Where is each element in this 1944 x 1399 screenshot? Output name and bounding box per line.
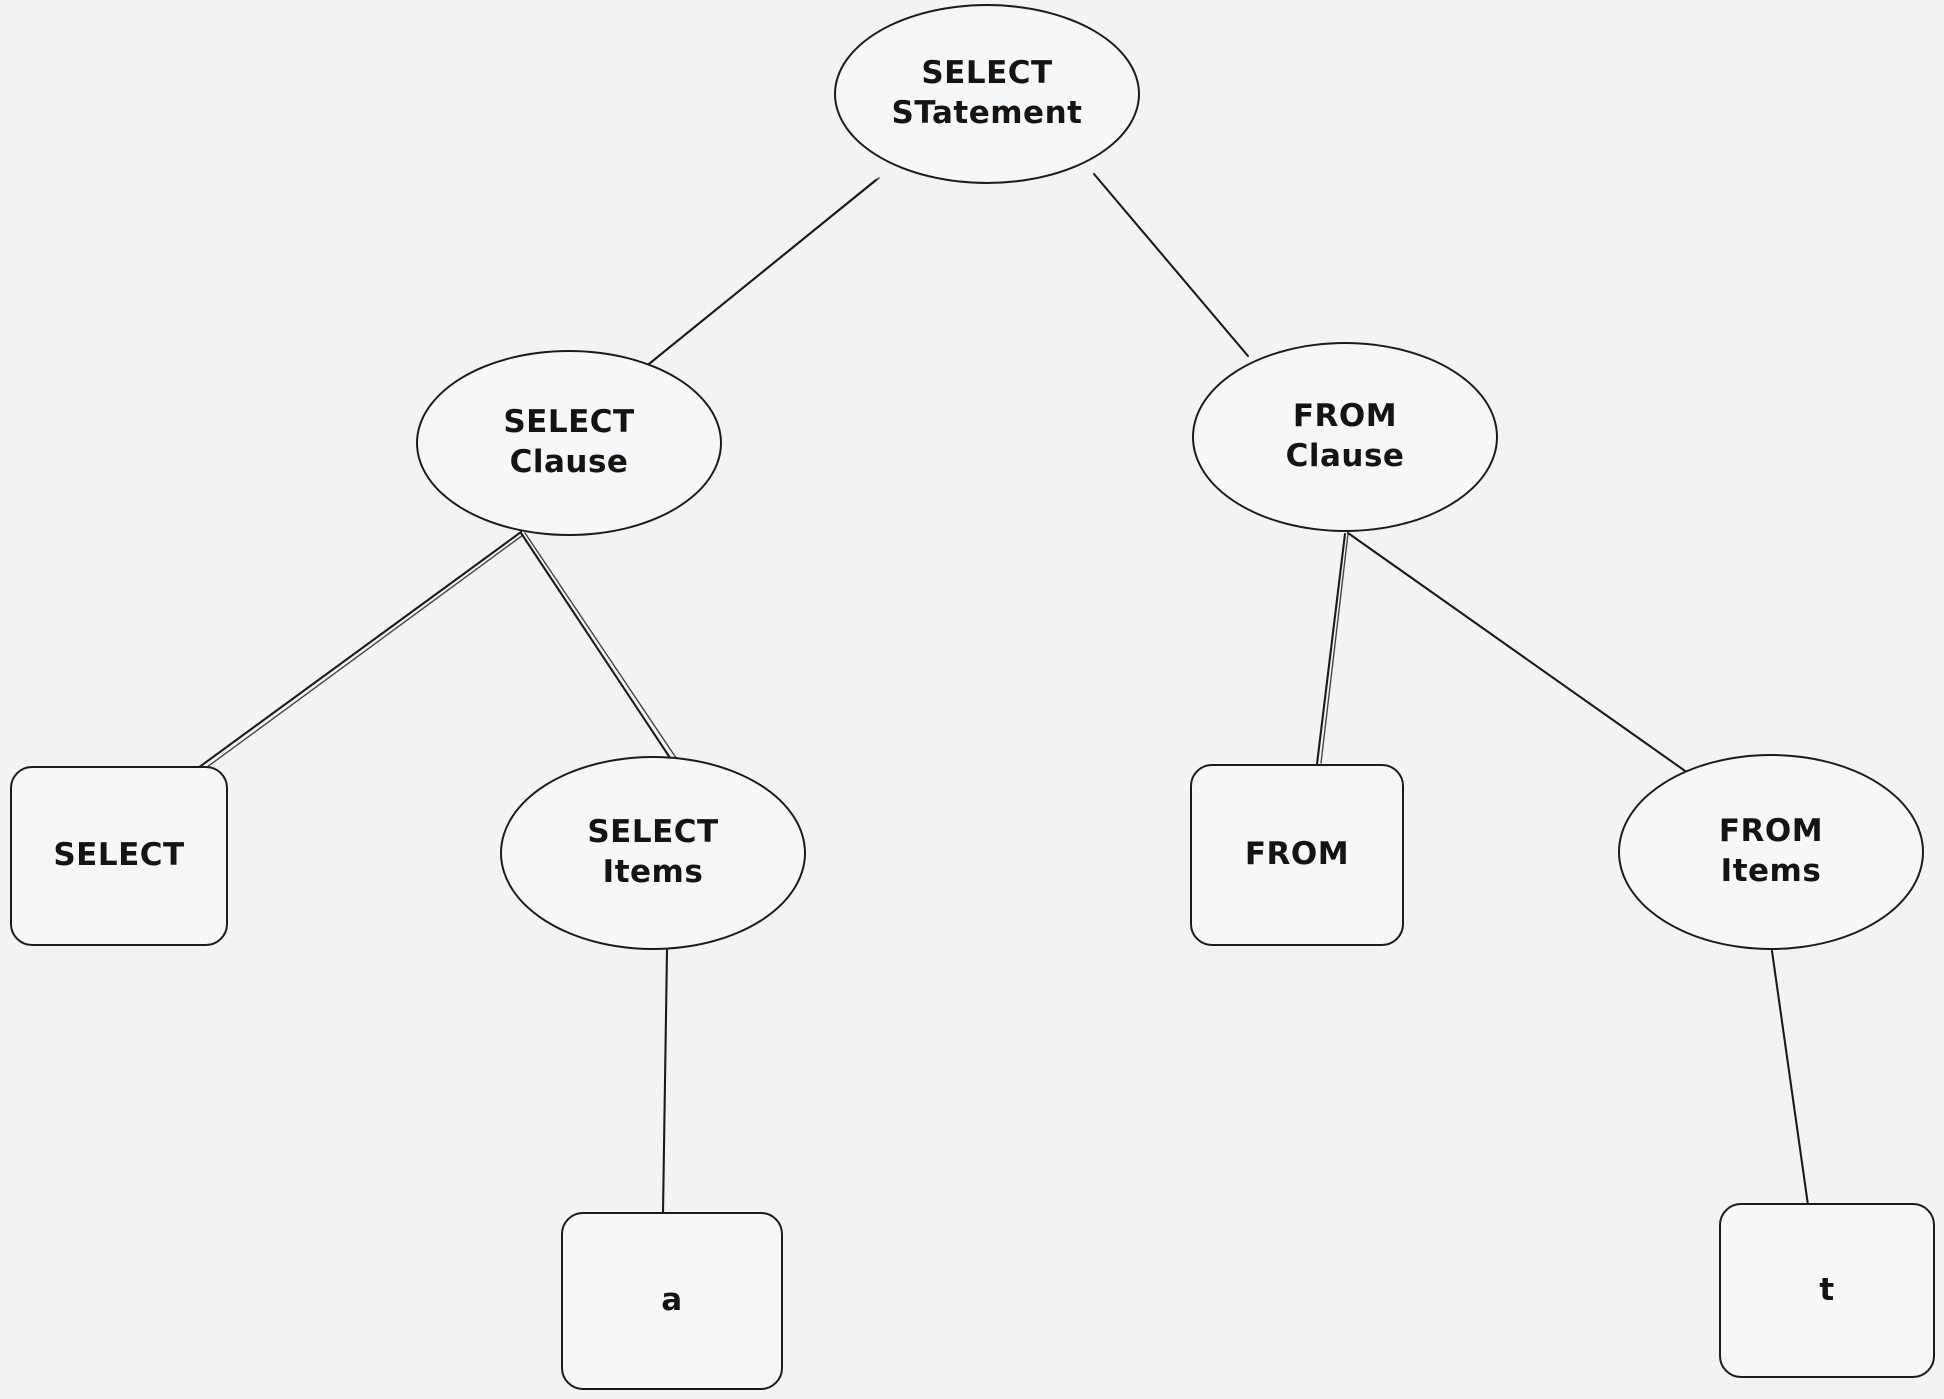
edge-select-clause-to-select-keyword bbox=[144, 530, 523, 808]
node-select-clause[interactable]: SELECT Clause bbox=[416, 350, 722, 536]
node-select-statement-label: SELECT STatement bbox=[891, 55, 1083, 131]
edge-from-clause-to-from-keyword-sketch bbox=[1320, 533, 1349, 764]
node-select-statement[interactable]: SELECT STatement bbox=[834, 4, 1140, 184]
node-select-clause-label: SELECT Clause bbox=[503, 404, 635, 480]
edge-select-items-to-column-a bbox=[661, 948, 669, 1215]
node-select-items-label: SELECT Items bbox=[587, 814, 719, 890]
node-select-items[interactable]: SELECT Items bbox=[500, 756, 806, 950]
node-from-clause[interactable]: FROM Clause bbox=[1192, 342, 1498, 532]
node-table-t-label: t bbox=[1819, 1271, 1835, 1308]
edge-from-items-to-table-t bbox=[1770, 949, 1810, 1207]
node-column-a-label: a bbox=[661, 1282, 683, 1319]
node-from-items[interactable]: FROM Items bbox=[1618, 754, 1924, 950]
node-select-keyword[interactable]: SELECT bbox=[10, 766, 228, 946]
edge-select-clause-to-select-items-sketch bbox=[524, 532, 698, 790]
edge-select-clause-to-select-items bbox=[519, 531, 694, 793]
edge-select-statement-to-from-clause bbox=[1092, 172, 1250, 358]
node-from-items-label: FROM Items bbox=[1718, 813, 1824, 889]
node-table-t[interactable]: t bbox=[1719, 1203, 1935, 1378]
node-from-clause-label: FROM Clause bbox=[1285, 398, 1405, 474]
node-column-a[interactable]: a bbox=[561, 1212, 783, 1390]
edge-from-clause-to-from-items bbox=[1346, 531, 1724, 799]
node-select-keyword-label: SELECT bbox=[53, 837, 185, 874]
edge-from-clause-to-from-keyword bbox=[1315, 532, 1347, 766]
node-from-keyword-label: FROM bbox=[1244, 836, 1350, 873]
node-from-keyword[interactable]: FROM bbox=[1190, 764, 1404, 946]
